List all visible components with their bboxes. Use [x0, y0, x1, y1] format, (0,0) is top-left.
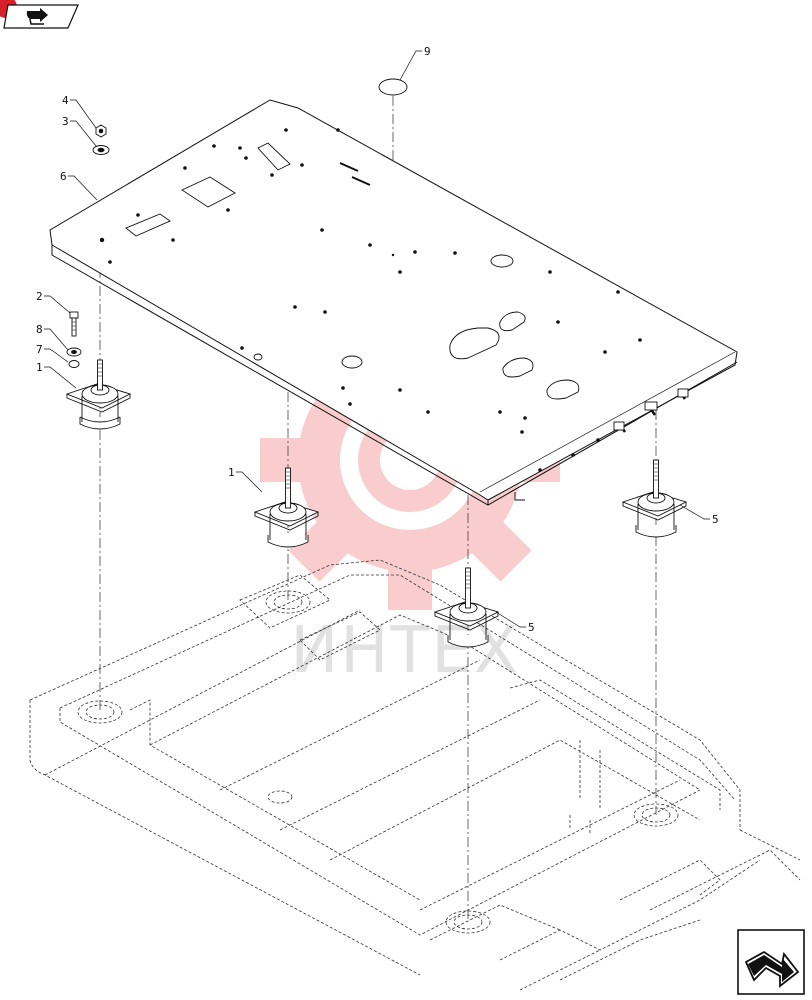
callout-6: 6 [60, 170, 67, 183]
callouts: 4 3 6 2 8 7 1 1 9 5 5 [36, 45, 719, 634]
bolt-item-2 [69, 311, 79, 337]
callout-1-left: 1 [36, 361, 43, 374]
floor-plate-bolt-holes [99, 128, 642, 472]
base-frame [29, 559, 801, 991]
callout-8: 8 [36, 323, 43, 336]
isolator-mount-5-center [433, 567, 500, 648]
forward-arrow-icon [744, 950, 800, 988]
base-mount-holes [77, 590, 679, 934]
washer-item-3 [92, 145, 110, 155]
callout-4: 4 [62, 94, 69, 107]
callout-3: 3 [62, 115, 69, 128]
plug-item-9 [378, 78, 408, 96]
callout-9: 9 [424, 45, 431, 58]
back-arrow-icon [26, 8, 48, 25]
isolator-mount-5-right [621, 459, 688, 538]
isolator-mount-1-left [65, 359, 132, 430]
callout-5-right: 5 [712, 513, 719, 526]
callout-2: 2 [36, 290, 43, 303]
isolator-mount-1-center [253, 467, 320, 548]
washer-item-8 [66, 347, 82, 357]
callout-7: 7 [36, 343, 43, 356]
callout-5-center: 5 [528, 621, 535, 634]
watermark-text: ИНТЕХ [290, 614, 519, 688]
washer-item-7 [68, 360, 80, 368]
nut-item-4 [95, 124, 107, 138]
callout-1-center: 1 [228, 466, 235, 479]
floor-plate-studs [613, 388, 689, 431]
previous-page-button[interactable] [0, 0, 80, 32]
next-page-button[interactable] [736, 928, 806, 996]
leader-lines [44, 50, 710, 628]
floor-plate [49, 99, 738, 506]
